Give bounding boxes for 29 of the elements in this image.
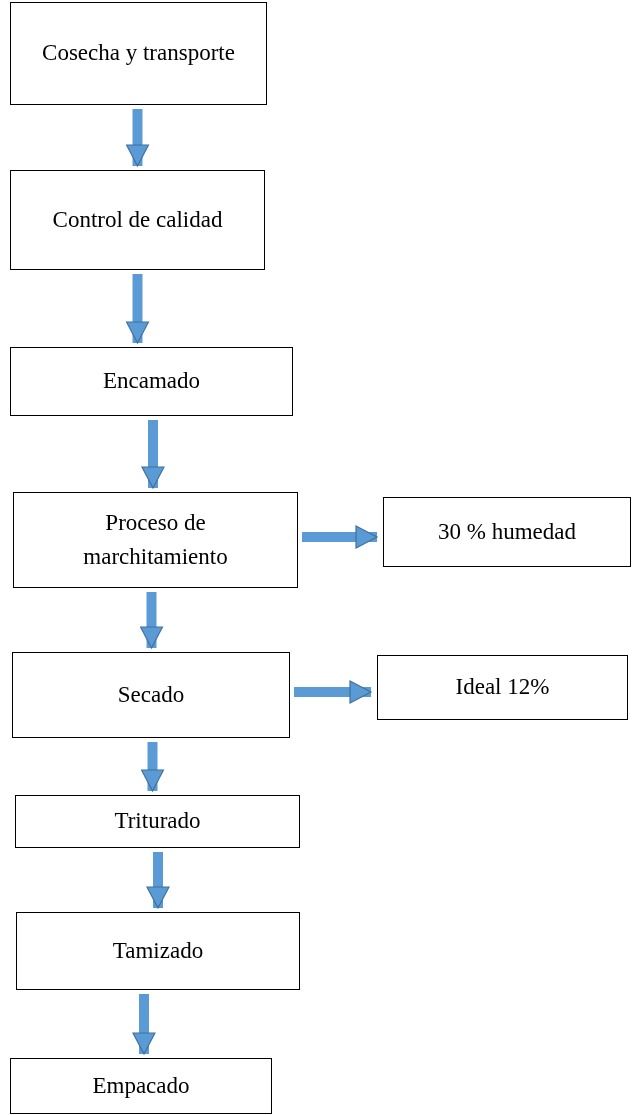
process-box <box>10 170 265 270</box>
step-label: Encamado <box>102 367 201 396</box>
process-box <box>16 912 300 990</box>
block-arrow <box>146 852 170 909</box>
process-box <box>383 497 631 567</box>
block-arrow <box>132 994 156 1055</box>
block-arrow <box>141 420 165 489</box>
step-label: Control de calidad <box>52 205 223 234</box>
step-label: Ideal 12% <box>455 673 550 702</box>
block-arrow <box>139 592 164 649</box>
block-arrow <box>140 742 165 792</box>
process-box <box>10 2 267 105</box>
step-label: Cosecha y transporte <box>42 39 235 68</box>
step-label: 30 % humedad <box>438 517 576 546</box>
block-arrow <box>125 274 150 344</box>
process-box <box>10 347 293 416</box>
process-box <box>12 652 290 738</box>
block-arrow <box>125 109 150 167</box>
process-box <box>10 1058 272 1114</box>
process-box <box>15 795 300 848</box>
block-arrow <box>302 525 378 549</box>
step-label: Tamizado <box>112 936 204 965</box>
step-label: Empacado <box>92 1071 190 1100</box>
step-label: Triturado <box>114 807 201 836</box>
step-label: Proceso de marchitamiento <box>82 508 229 571</box>
block-arrow <box>294 680 372 704</box>
process-box <box>377 655 628 720</box>
process-box <box>13 492 298 588</box>
step-label: Secado <box>117 680 185 709</box>
